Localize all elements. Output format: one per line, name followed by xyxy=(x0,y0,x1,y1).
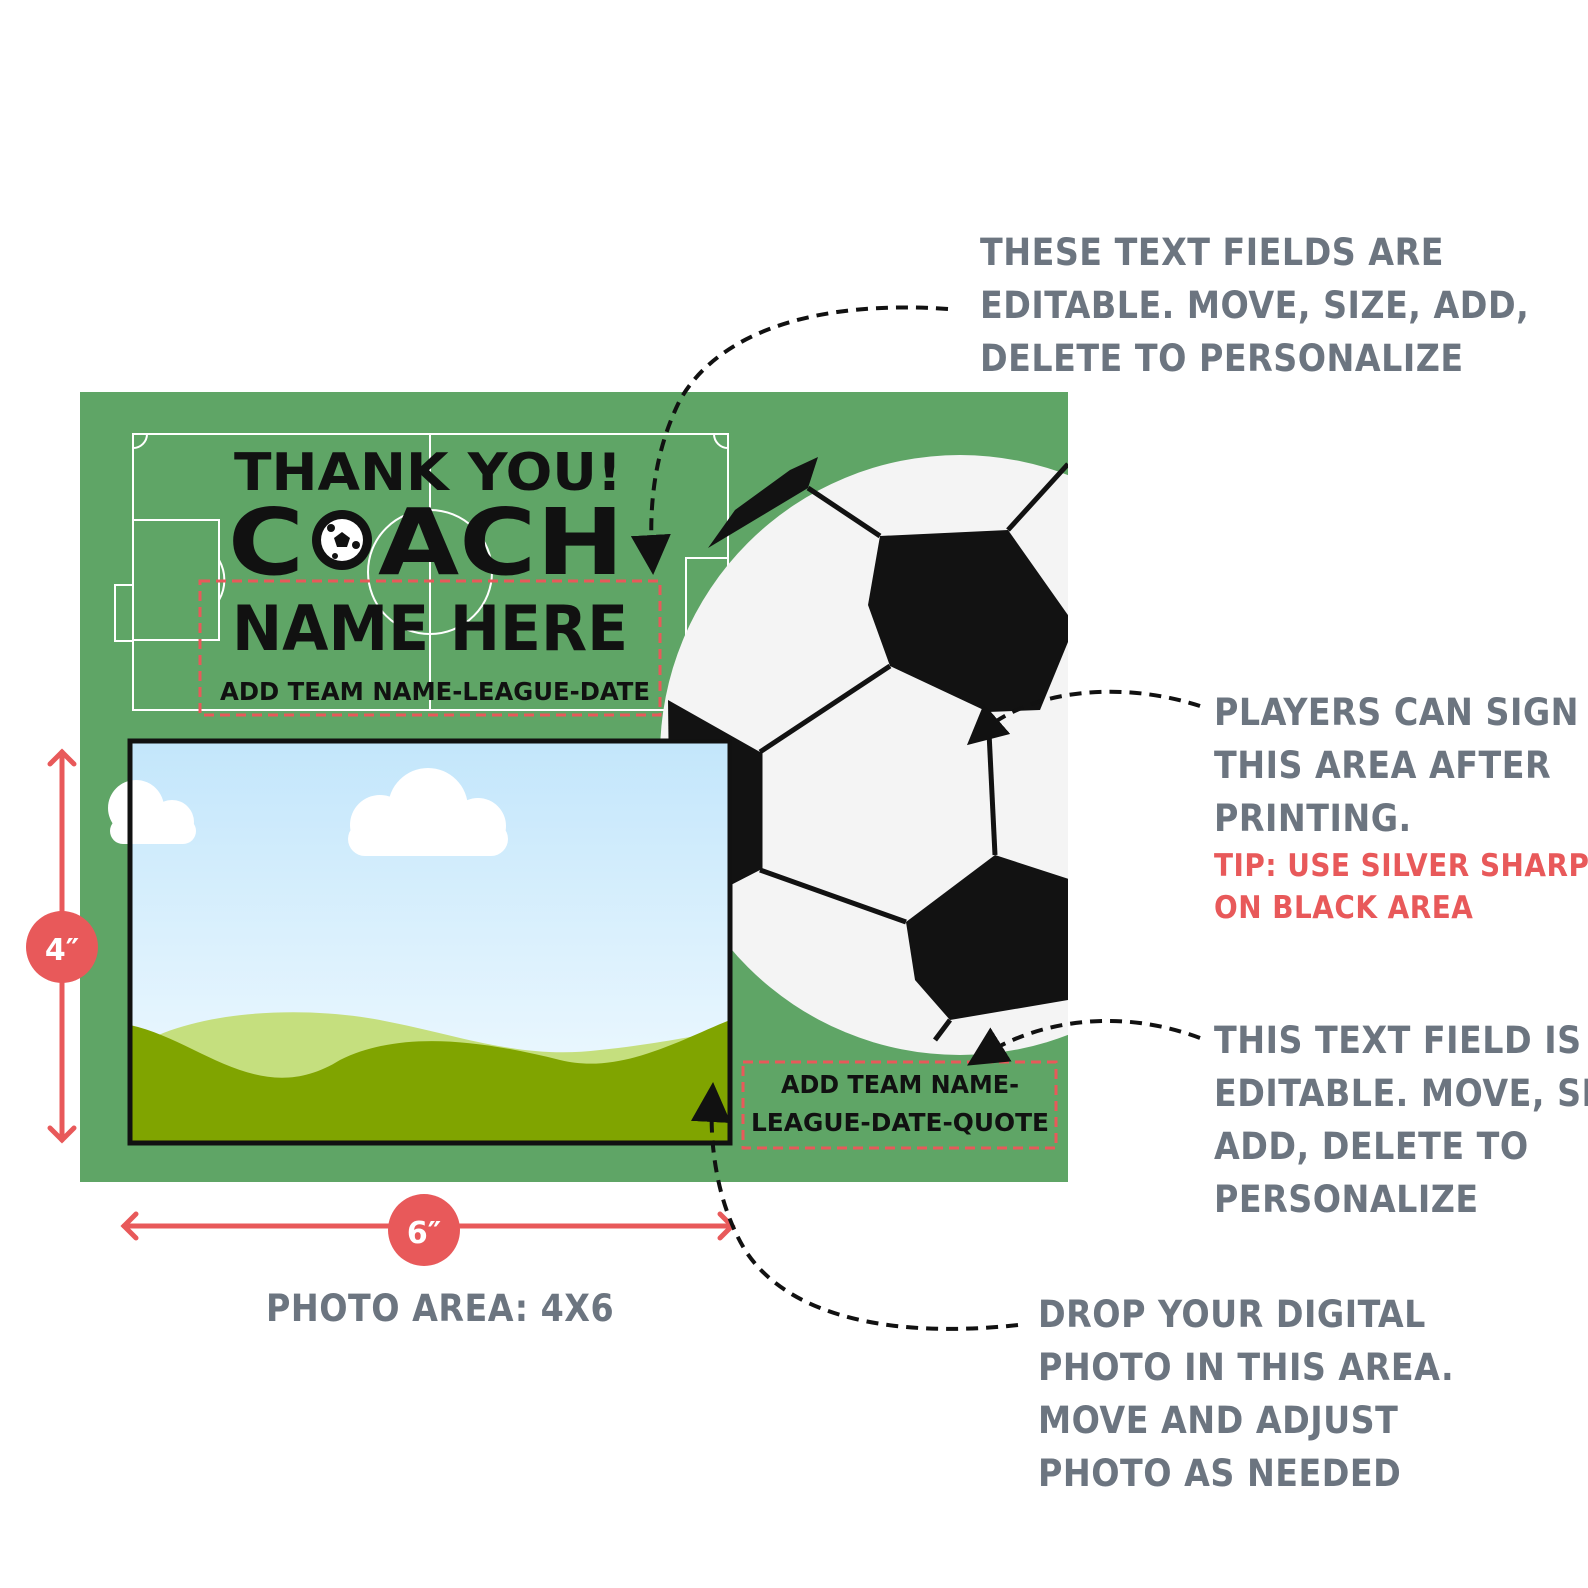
name-field-box[interactable] xyxy=(198,579,662,717)
note-sign-area: PLAYERS CAN SIGN THIS AREA AFTER PRINTIN… xyxy=(1214,686,1588,929)
photo-area-caption: PHOTO AREA: 4X6 xyxy=(266,1287,615,1330)
height-badge xyxy=(26,911,98,983)
bottom-text-line2[interactable]: LEAGUE-DATE-QUOTE xyxy=(751,1108,1049,1137)
bottom-text-field-box[interactable] xyxy=(741,1060,1058,1150)
soccer-ball-icon xyxy=(312,510,372,570)
coach-title-rest: ACH xyxy=(378,489,624,596)
note-line: PERSONALIZE xyxy=(1214,1178,1479,1221)
height-label: 4″ xyxy=(45,933,79,968)
width-badge xyxy=(388,1194,460,1266)
note-line: PHOTO IN THIS AREA. xyxy=(1038,1346,1455,1389)
note-line: EDITABLE. MOVE, SIZE, xyxy=(1214,1072,1588,1115)
subtitle-placeholder[interactable]: ADD TEAM NAME-LEAGUE-DATE xyxy=(220,677,650,706)
bottom-text-line1[interactable]: ADD TEAM NAME- xyxy=(781,1070,1019,1099)
note-line: EDITABLE. MOVE, SIZE, ADD, xyxy=(980,284,1530,327)
coach-title-c: C xyxy=(228,489,304,596)
note-line: THESE TEXT FIELDS ARE xyxy=(980,231,1444,274)
note-line: PHOTO AS NEEDED xyxy=(1038,1452,1402,1495)
note-line: MOVE AND ADJUST xyxy=(1038,1399,1399,1442)
note-line: THIS AREA AFTER xyxy=(1214,744,1552,787)
tip-line: TIP: USE SILVER SHARPIE xyxy=(1214,848,1588,884)
note-line: PLAYERS CAN SIGN xyxy=(1214,691,1580,734)
thank-you-title: THANK YOU! xyxy=(234,443,622,503)
note-editable-field-single: THIS TEXT FIELD IS EDITABLE. MOVE, SIZE,… xyxy=(1214,1014,1588,1226)
callout-arrows xyxy=(630,305,1201,1331)
photo-drop-area[interactable] xyxy=(108,738,733,1146)
tip-line: ON BLACK AREA xyxy=(1214,890,1474,926)
note-photo-drop: DROP YOUR DIGITAL PHOTO IN THIS AREA. MO… xyxy=(1038,1288,1454,1500)
note-line: THIS TEXT FIELD IS xyxy=(1214,1019,1582,1062)
note-line: PRINTING. xyxy=(1214,797,1412,840)
pitch-lines xyxy=(114,433,729,711)
coach-name-placeholder[interactable]: NAME HERE xyxy=(232,592,628,665)
note-line: DELETE TO PERSONALIZE xyxy=(980,337,1464,380)
note-editable-fields: THESE TEXT FIELDS ARE EDITABLE. MOVE, SI… xyxy=(980,226,1529,385)
width-label: 6″ xyxy=(407,1216,441,1251)
soccer-ball-graphic xyxy=(660,455,1068,1055)
note-line: ADD, DELETE TO xyxy=(1214,1125,1529,1168)
note-line: DROP YOUR DIGITAL xyxy=(1038,1293,1426,1336)
